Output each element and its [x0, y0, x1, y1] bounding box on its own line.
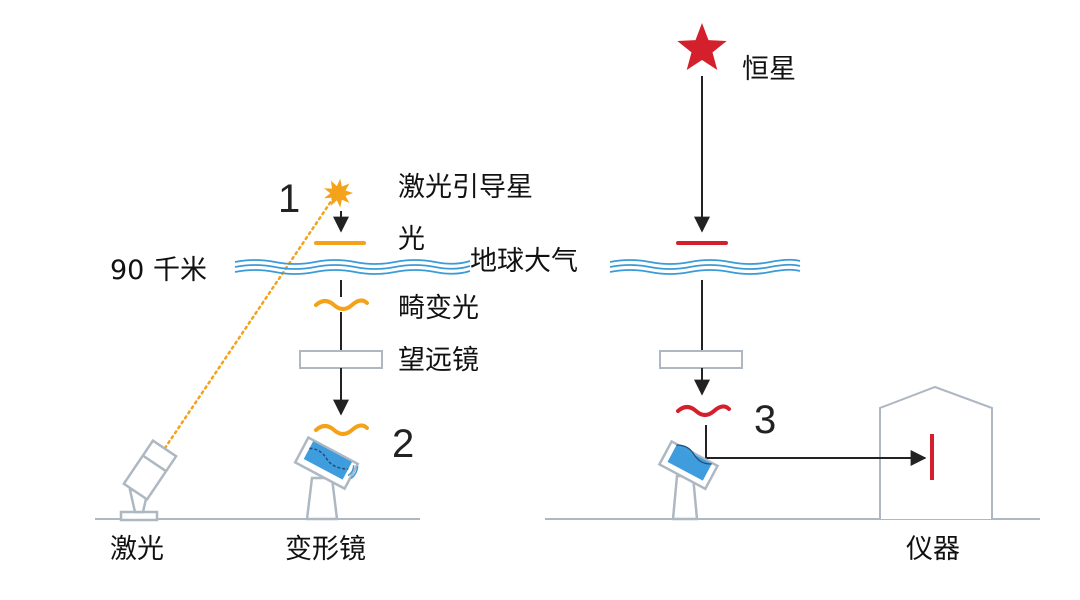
altitude-label: 90 千米: [110, 255, 207, 286]
deformable-mirror-label: 变形镜: [285, 534, 366, 565]
atmosphere-waves-left: [234, 259, 471, 275]
telescope-right: [659, 350, 743, 369]
star-label: 恒星: [742, 54, 796, 85]
instrument-label: 仪器: [906, 534, 960, 565]
deformable-mirror-right: [657, 439, 720, 521]
atmosphere-waves-right: [609, 258, 801, 275]
atmosphere-label: 地球大气: [470, 246, 578, 277]
laser-device: [119, 438, 178, 522]
guide-star-icon: [324, 178, 353, 208]
light-label: 光: [398, 224, 425, 255]
distorted-wavefront-mirror: [314, 423, 369, 436]
right-panel: 恒星 地球大气 3: [470, 23, 1040, 565]
laser-label: 激光: [110, 534, 164, 565]
telescope-label: 望远镜: [398, 345, 479, 376]
star-icon: [677, 23, 727, 70]
deformable-mirror-left: [293, 435, 360, 521]
left-panel: 1 激光引导星 光 90 千米 畸变光 望远镜 2: [95, 172, 533, 565]
distorted-wavefront-star: [676, 404, 731, 417]
instrument-building: [879, 385, 993, 519]
distorted-light-label: 畸变光: [398, 293, 479, 324]
path-mirror-to-instrument: [705, 425, 927, 466]
telescope-left: [299, 350, 383, 369]
laser-beam: [163, 192, 338, 450]
step-1-number: 1: [278, 177, 300, 221]
laser-guide-star-label: 激光引导星: [398, 172, 533, 203]
distorted-wavefront-guide: [314, 298, 369, 311]
step-2-number: 2: [392, 422, 414, 466]
step-3-number: 3: [754, 398, 776, 442]
